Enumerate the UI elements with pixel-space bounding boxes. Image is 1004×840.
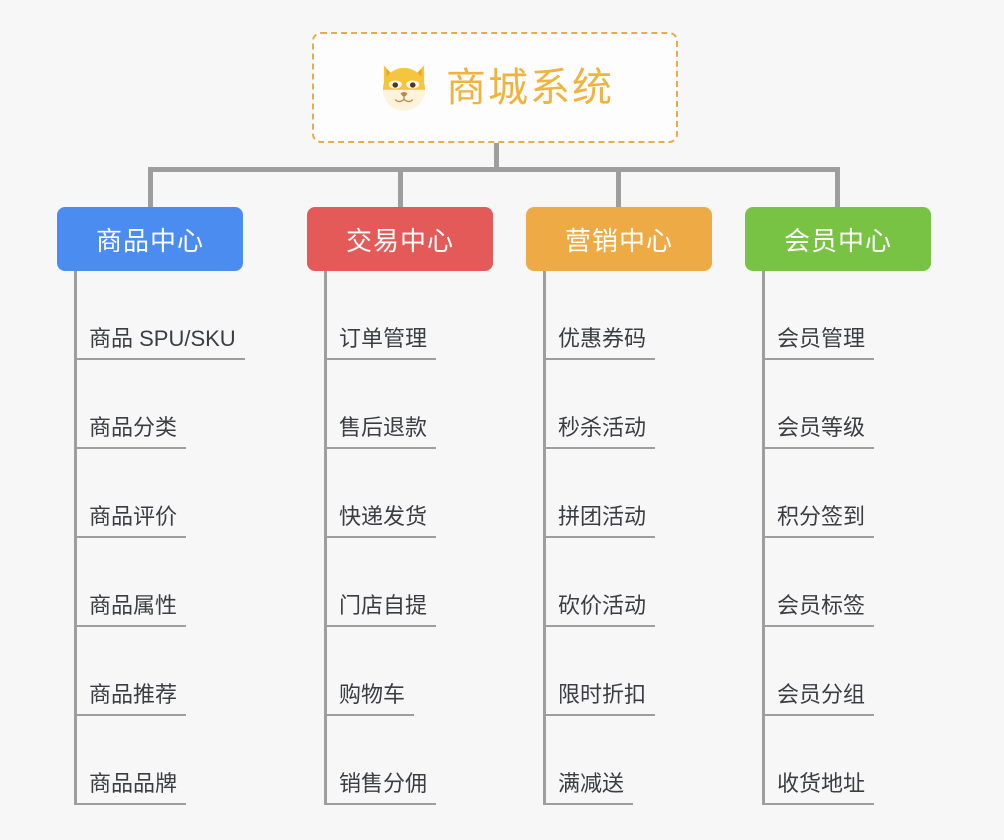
leaf-item[interactable]: 会员管理 <box>745 271 931 360</box>
leaf-label: 商品评价 <box>77 504 187 538</box>
leaf-label: 商品 SPU/SKU <box>77 326 245 360</box>
shiba-dog-face-icon <box>383 64 425 111</box>
leaf-item[interactable]: 满减送 <box>526 716 712 805</box>
leaf-label: 会员管理 <box>765 326 875 360</box>
branch-header-trade-center[interactable]: 交易中心 <box>307 207 493 271</box>
leaf-label: 商品品牌 <box>77 771 187 805</box>
leaf-label: 秒杀活动 <box>546 415 656 449</box>
root-node-mall-system[interactable]: 商城系统 <box>312 32 678 143</box>
leaf-label: 商品推荐 <box>77 682 187 716</box>
leaf-item[interactable]: 优惠券码 <box>526 271 712 360</box>
leaf-label: 拼团活动 <box>546 504 656 538</box>
leaf-label: 购物车 <box>327 682 415 716</box>
leaf-item[interactable]: 商品评价 <box>57 449 245 538</box>
branch-member-center: 会员中心 会员管理 会员等级 积分签到 会员标签 会员分组 收货地址 <box>745 207 931 805</box>
branch-header-label: 商品中心 <box>95 225 204 256</box>
branch-stem-1 <box>74 271 77 805</box>
branch-header-marketing-center[interactable]: 营销中心 <box>526 207 712 271</box>
leaf-label: 限时折扣 <box>546 682 656 716</box>
leaf-item[interactable]: 商品分类 <box>57 360 245 449</box>
branch-product-center: 商品中心 商品 SPU/SKU 商品分类 商品评价 商品属性 商品推荐 商品品牌 <box>57 207 245 805</box>
leaf-label: 满减送 <box>546 771 634 805</box>
branch-header-member-center[interactable]: 会员中心 <box>745 207 931 271</box>
branch-header-label: 营销中心 <box>564 225 673 256</box>
leaf-item[interactable]: 会员标签 <box>745 538 931 627</box>
branch-stem-4 <box>762 271 765 805</box>
leaf-item[interactable]: 秒杀活动 <box>526 360 712 449</box>
leaf-item[interactable]: 门店自提 <box>307 538 493 627</box>
leaf-label: 门店自提 <box>327 593 437 627</box>
leaf-label: 销售分佣 <box>327 771 437 805</box>
branch-header-label: 交易中心 <box>345 225 454 256</box>
leaf-list-marketing-center: 优惠券码 秒杀活动 拼团活动 砍价活动 限时折扣 满减送 <box>526 271 712 805</box>
leaf-label: 会员分组 <box>765 682 875 716</box>
leaf-item[interactable]: 收货地址 <box>745 716 931 805</box>
connector-horizontal-bus <box>148 167 840 172</box>
leaf-item[interactable]: 商品品牌 <box>57 716 245 805</box>
connector-drop-3 <box>616 167 621 209</box>
branch-trade-center: 交易中心 订单管理 售后退款 快递发货 门店自提 购物车 销售分佣 <box>307 207 493 805</box>
leaf-label: 商品分类 <box>77 415 187 449</box>
branch-marketing-center: 营销中心 优惠券码 秒杀活动 拼团活动 砍价活动 限时折扣 满减送 <box>526 207 712 805</box>
leaf-label: 快递发货 <box>327 504 437 538</box>
leaf-item[interactable]: 售后退款 <box>307 360 493 449</box>
branch-stem-3 <box>543 271 546 805</box>
leaf-item[interactable]: 销售分佣 <box>307 716 493 805</box>
leaf-label: 积分签到 <box>765 504 875 538</box>
leaf-label: 商品属性 <box>77 593 187 627</box>
leaf-label: 订单管理 <box>327 326 437 360</box>
leaf-label: 售后退款 <box>327 415 437 449</box>
leaf-label: 会员等级 <box>765 415 875 449</box>
leaf-label: 会员标签 <box>765 593 875 627</box>
leaf-item[interactable]: 会员分组 <box>745 627 931 716</box>
leaf-item[interactable]: 商品 SPU/SKU <box>57 271 245 360</box>
leaf-item[interactable]: 砍价活动 <box>526 538 712 627</box>
connector-trunk <box>494 143 499 170</box>
branch-header-label: 会员中心 <box>783 225 892 256</box>
connector-drop-4 <box>835 167 840 209</box>
leaf-item[interactable]: 限时折扣 <box>526 627 712 716</box>
branch-header-product-center[interactable]: 商品中心 <box>57 207 243 271</box>
leaf-list-member-center: 会员管理 会员等级 积分签到 会员标签 会员分组 收货地址 <box>745 271 931 805</box>
leaf-label: 收货地址 <box>765 771 875 805</box>
leaf-item[interactable]: 购物车 <box>307 627 493 716</box>
leaf-label: 优惠券码 <box>546 326 656 360</box>
branch-stem-2 <box>324 271 327 805</box>
leaf-item[interactable]: 快递发货 <box>307 449 493 538</box>
connector-drop-2 <box>398 167 403 209</box>
root-node-title: 商城系统 <box>446 65 614 110</box>
leaf-item[interactable]: 拼团活动 <box>526 449 712 538</box>
leaf-item[interactable]: 商品属性 <box>57 538 245 627</box>
leaf-item[interactable]: 订单管理 <box>307 271 493 360</box>
leaf-label: 砍价活动 <box>546 593 656 627</box>
leaf-list-product-center: 商品 SPU/SKU 商品分类 商品评价 商品属性 商品推荐 商品品牌 <box>57 271 245 805</box>
leaf-list-trade-center: 订单管理 售后退款 快递发货 门店自提 购物车 销售分佣 <box>307 271 493 805</box>
leaf-item[interactable]: 会员等级 <box>745 360 931 449</box>
leaf-item[interactable]: 积分签到 <box>745 449 931 538</box>
leaf-item[interactable]: 商品推荐 <box>57 627 245 716</box>
connector-drop-1 <box>148 167 153 209</box>
